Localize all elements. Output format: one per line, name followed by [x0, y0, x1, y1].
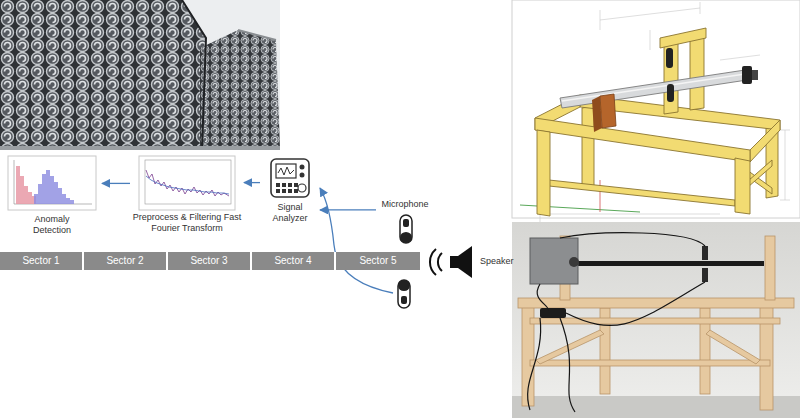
sector-band: Sector 1 — [0, 252, 84, 270]
sector-label: Sector 2 — [106, 255, 143, 267]
process-step: Microphone — [378, 198, 432, 246]
analyzer-icon — [270, 158, 310, 198]
step-label: Signal Analyzer — [262, 202, 318, 224]
process-step: Signal Analyzer — [262, 156, 318, 232]
fft-icon — [139, 156, 235, 210]
speaker-icon — [432, 243, 474, 281]
step-label: Speaker — [480, 256, 514, 267]
flow-arrow — [244, 182, 260, 183]
process-step: Speaker — [426, 243, 518, 281]
sector-label: Sector 5 — [359, 255, 396, 267]
process-step: Preprocess & Filtering Fast Fourier Tran… — [132, 154, 242, 238]
step-label: Microphone — [378, 199, 432, 210]
sector-label: Sector 1 — [22, 255, 59, 267]
sector-band: Sector 2 — [84, 252, 168, 270]
mic-icon — [396, 215, 416, 243]
sector-label: Sector 4 — [274, 255, 311, 267]
flow-arrow — [102, 183, 130, 184]
sector-band: Sector 5 — [336, 252, 422, 270]
sector-label: Sector 3 — [190, 255, 227, 267]
step-label: Preprocess & Filtering Fast Fourier Tran… — [132, 212, 242, 234]
sector-band: Sector 3 — [168, 252, 252, 270]
sector-band: Sector 4 — [252, 252, 336, 270]
hist-icon — [8, 156, 96, 210]
step-label: Anomaly Detection — [22, 214, 82, 236]
process-step: Anomaly Detection — [4, 154, 100, 238]
flow-arrow — [320, 209, 376, 210]
